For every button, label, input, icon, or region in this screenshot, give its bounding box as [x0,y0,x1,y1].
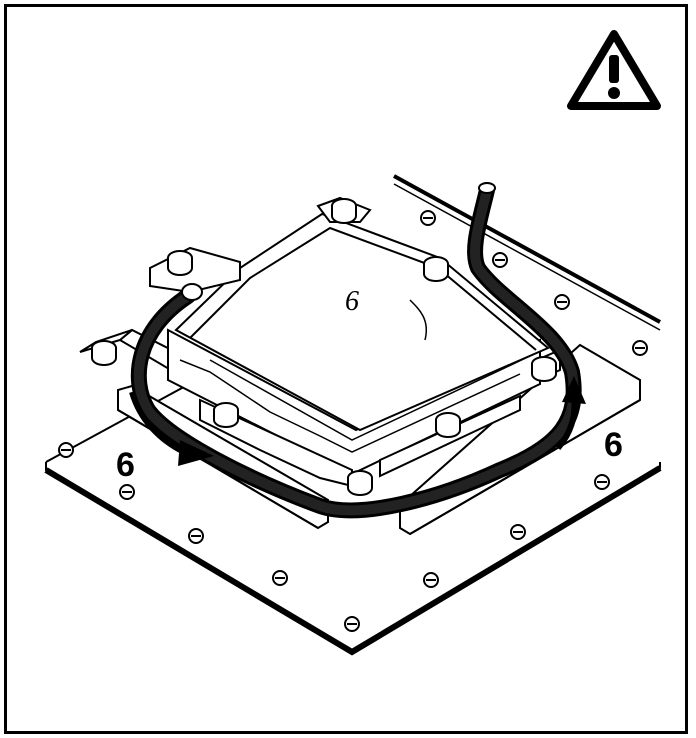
arrow-left-icon [129,391,214,466]
svg-text:6: 6 [345,286,359,317]
callout-label-left: 6 [116,446,135,484]
callout-label-right: 6 [604,426,623,464]
arrow-right-icon [555,376,586,450]
cap-nuts [91,198,557,496]
control-unit: 6 [79,196,561,488]
mounting-plate [44,174,662,656]
cable [130,182,582,519]
plate-screws [58,210,648,632]
warning-triangle-icon [567,30,661,110]
